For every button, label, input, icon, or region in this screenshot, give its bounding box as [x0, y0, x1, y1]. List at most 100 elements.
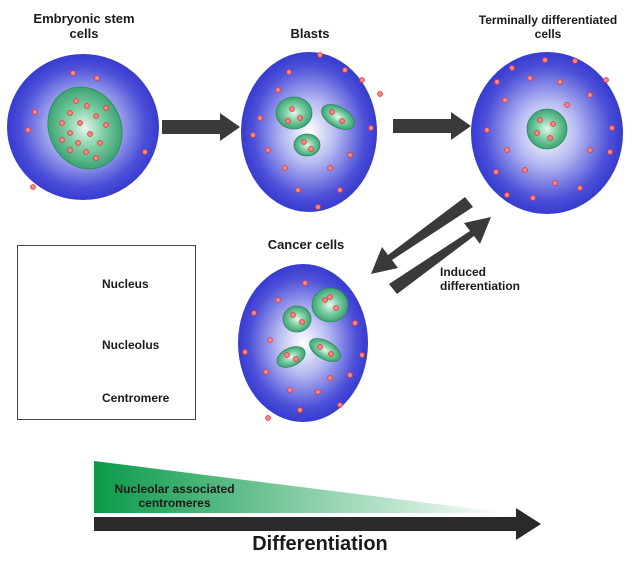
- centromere-dot: [347, 152, 353, 158]
- legend-label-nucleolus: Nucleolus: [102, 338, 160, 352]
- label-differentiation-axis: Differentiation: [252, 533, 388, 555]
- centromere-dot: [333, 305, 339, 311]
- centromere-dot: [557, 79, 563, 85]
- centromere-dot: [359, 77, 365, 83]
- centromere-dot: [609, 125, 615, 131]
- centromeres: [484, 57, 615, 201]
- centromere-dot: [301, 139, 307, 145]
- centromere-dot: [315, 204, 321, 210]
- centromere-dot: [327, 165, 333, 171]
- blast-cell: [241, 52, 383, 212]
- centromere-dot: [564, 102, 570, 108]
- centromere-dot: [327, 375, 333, 381]
- centromere-dot: [67, 110, 73, 116]
- centromere-dot: [359, 352, 365, 358]
- centromere-dot: [504, 147, 510, 153]
- centromere-dot: [30, 184, 36, 190]
- centromere-dot: [59, 120, 65, 126]
- centromere-dot: [603, 77, 609, 83]
- centromere-dot: [93, 113, 99, 119]
- centromere-dot: [299, 319, 305, 325]
- centromere-dot: [547, 135, 553, 141]
- arrow-to-terminal: [393, 112, 471, 140]
- centromere-dot: [352, 320, 358, 326]
- centromere-dot: [87, 131, 93, 137]
- nucleus-shape: [238, 264, 368, 422]
- centromere-dot: [577, 185, 583, 191]
- nucleolus-shape: [275, 96, 313, 130]
- centromere-dot: [493, 169, 499, 175]
- centromere-dot: [59, 137, 65, 143]
- centromere-dot: [285, 118, 291, 124]
- nucleolus-shape: [276, 346, 306, 368]
- centromere-dot: [327, 294, 333, 300]
- centromere-dot: [83, 149, 89, 155]
- arrow-to-cancer: [371, 197, 473, 274]
- legend-label-nucleus: Nucleus: [102, 277, 149, 291]
- centromere-dot: [295, 187, 301, 193]
- centromere-dot: [484, 127, 490, 133]
- centromere-dot: [267, 337, 273, 343]
- centromere-dot: [308, 146, 314, 152]
- terminal-cell: [471, 52, 623, 214]
- label-terminally-differentiated: Terminally differentiated cells: [478, 13, 618, 41]
- centromere-dot: [572, 58, 578, 64]
- centromere-dot: [77, 120, 83, 126]
- centromere-dot: [286, 69, 292, 75]
- centromere-dot: [293, 356, 299, 362]
- centromere-dot: [342, 67, 348, 73]
- centromeres: [242, 280, 365, 421]
- centromere-dot: [265, 415, 271, 421]
- centromere-dot: [537, 117, 543, 123]
- centromere-dot: [67, 130, 73, 136]
- centromere-dot: [297, 407, 303, 413]
- centromere-dot: [337, 402, 343, 408]
- centromeres: [250, 52, 383, 210]
- label-cancer-cells: Cancer cells: [267, 237, 345, 252]
- centromere-dot: [142, 149, 148, 155]
- nucleolus-shape: [311, 287, 349, 323]
- centromere-dot: [509, 65, 515, 71]
- centromere-dot: [242, 349, 248, 355]
- centromere-dot: [275, 297, 281, 303]
- legend-label-centromere: Centromere: [102, 391, 170, 405]
- centromere-dot: [527, 75, 533, 81]
- centromere-dot: [317, 52, 323, 58]
- centromere-dot: [73, 98, 79, 104]
- nucleolar-gradient-triangle: [94, 461, 508, 513]
- centromere-dot: [337, 187, 343, 193]
- centromere-dot: [542, 57, 548, 63]
- centromere-dot: [250, 132, 256, 138]
- centromere-dot: [368, 125, 374, 131]
- centromere-dot: [329, 109, 335, 115]
- centromere-dot: [263, 369, 269, 375]
- centromere-dot: [347, 372, 353, 378]
- centromere-dot: [502, 97, 508, 103]
- centromere-dot: [287, 387, 293, 393]
- differentiation-axis-arrow: [94, 508, 541, 540]
- centromere-dot: [339, 118, 345, 124]
- centromere-dot: [265, 147, 271, 153]
- centromere-dot: [103, 122, 109, 128]
- centromere-dot: [607, 149, 613, 155]
- centromere-dot: [94, 75, 100, 81]
- nucleus-shape: [241, 52, 377, 212]
- centromere-dot: [297, 115, 303, 121]
- cancer-cell: [238, 264, 368, 422]
- label-nucleolar-associated-centromeres: Nucleolar associated centromeres: [114, 482, 235, 510]
- centromere-dot: [275, 87, 281, 93]
- legend-box: [17, 245, 196, 420]
- arrow-induced-differentiation: [389, 217, 491, 294]
- centromere-dot: [315, 389, 321, 395]
- centromere-dot: [97, 140, 103, 146]
- centromere-dot: [522, 167, 528, 173]
- embryonic-stem-cell: [7, 54, 159, 200]
- centromere-dot: [70, 70, 76, 76]
- centromere-dot: [530, 195, 536, 201]
- centromere-dot: [93, 155, 99, 161]
- centromere-dot: [84, 103, 90, 109]
- centromere-dot: [302, 280, 308, 286]
- centromere-dot: [32, 109, 38, 115]
- label-embryonic-stem-cells: Embryonic stem cells: [33, 11, 135, 41]
- centromere-dot: [317, 344, 323, 350]
